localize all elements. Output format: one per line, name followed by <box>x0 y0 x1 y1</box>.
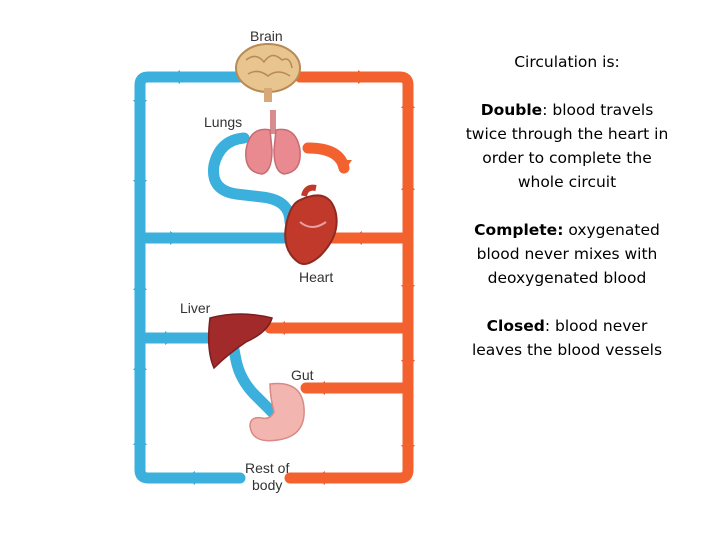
arrow <box>185 471 195 485</box>
brain-icon <box>235 43 301 102</box>
blue-pulmonary-artery <box>207 132 296 228</box>
arrow <box>401 445 415 455</box>
heading: Circulation is: <box>514 53 620 71</box>
arrow <box>315 381 325 395</box>
arrow <box>165 331 175 345</box>
complete-paragraph: Complete: oxygenated blood never mixes w… <box>462 218 672 290</box>
blue-outer-loop <box>134 71 246 484</box>
liver-icon <box>207 313 273 370</box>
double-text: : blood travels twice through the heart … <box>465 101 669 191</box>
arrow <box>170 231 180 245</box>
arrow <box>315 471 325 485</box>
label-rest-of-body-line2: body <box>252 477 282 493</box>
label-gut: Gut <box>291 367 314 383</box>
lungs-icon <box>245 110 301 175</box>
circulation-diagram: Brain Lungs Heart Liver Gut Rest of body <box>133 28 415 493</box>
closed-paragraph: Closed: blood never leaves the blood ves… <box>462 314 672 362</box>
label-lungs: Lungs <box>204 114 242 130</box>
arrow <box>352 231 362 245</box>
arrow <box>358 70 368 84</box>
double-term: Double <box>480 101 543 119</box>
heart-icon <box>284 184 338 265</box>
arrow <box>133 360 147 370</box>
closed-text: : blood never leaves the blood vessels <box>471 317 663 359</box>
label-liver: Liver <box>180 300 211 316</box>
orange-outer-loop <box>284 71 414 484</box>
arrow <box>133 180 147 190</box>
deoxygenated-vessels <box>134 71 296 484</box>
double-paragraph: Double: blood travels twice through the … <box>462 98 672 194</box>
arrow <box>275 321 285 335</box>
arrow <box>133 100 147 110</box>
description-panel: Circulation is: Double: blood travels tw… <box>462 50 672 386</box>
complete-text: oxygenated blood never mixes with deoxyg… <box>476 221 660 287</box>
arrow <box>133 280 147 290</box>
arrow <box>338 160 352 170</box>
arrow <box>401 360 415 370</box>
arrow <box>170 70 180 84</box>
arrow <box>401 98 415 108</box>
blue-gut-to-liver <box>226 334 278 418</box>
arrow <box>133 435 147 445</box>
label-rest-of-body-line1: Rest of <box>245 460 289 476</box>
orange-pulmonary-vein <box>302 142 350 174</box>
label-brain: Brain <box>250 28 283 44</box>
closed-term: Closed <box>486 317 545 335</box>
complete-term: Complete: <box>474 221 564 239</box>
blue-arrows <box>133 70 195 485</box>
orange-arrows <box>275 70 415 485</box>
arrow <box>401 285 415 295</box>
arrow <box>401 180 415 190</box>
gut-icon <box>249 382 305 442</box>
label-heart: Heart <box>299 269 333 285</box>
